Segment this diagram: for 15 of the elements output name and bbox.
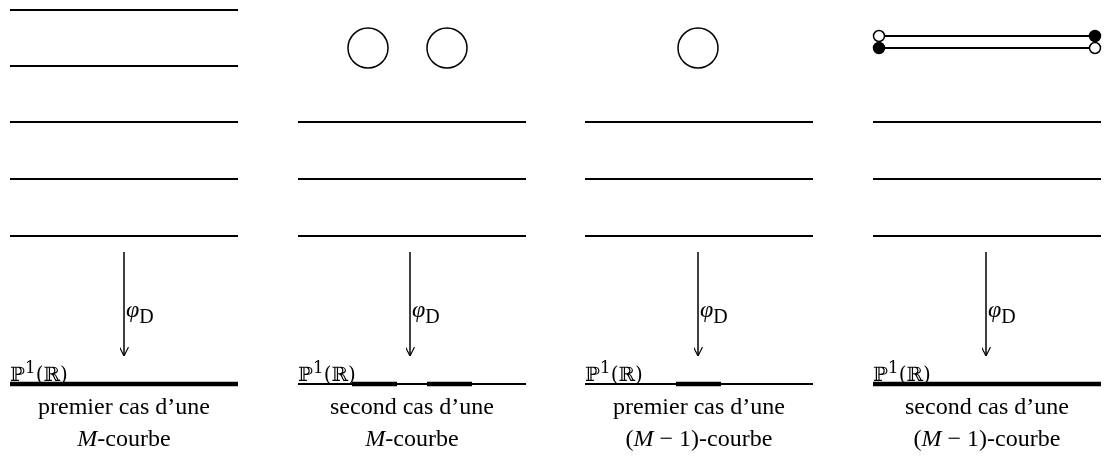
arrow — [118, 251, 130, 357]
curve-drawing — [585, 24, 813, 240]
arrow — [404, 251, 416, 357]
node-label: premier cas d’une M-courbe — [37, 392, 211, 453]
node-label: second cas d’une M-courbe — [329, 392, 495, 453]
line-label: ℙ$^{1}$(ℝ) — [585, 357, 643, 386]
line-label: ℙ$^{1}$(ℝ) — [10, 357, 68, 386]
curve-drawing — [873, 28, 1101, 240]
arrow — [692, 251, 704, 357]
line-label: ℙ$^{1}$(ℝ) — [298, 357, 356, 386]
node-label: premier cas d’une (M − 1)-courbe — [612, 392, 786, 453]
curve-drawing — [298, 24, 526, 240]
node-label: second cas d’une (M − 1)-courbe — [904, 392, 1070, 453]
arrow — [980, 251, 992, 357]
line-label: ℙ$^{1}$(ℝ) — [873, 357, 931, 386]
